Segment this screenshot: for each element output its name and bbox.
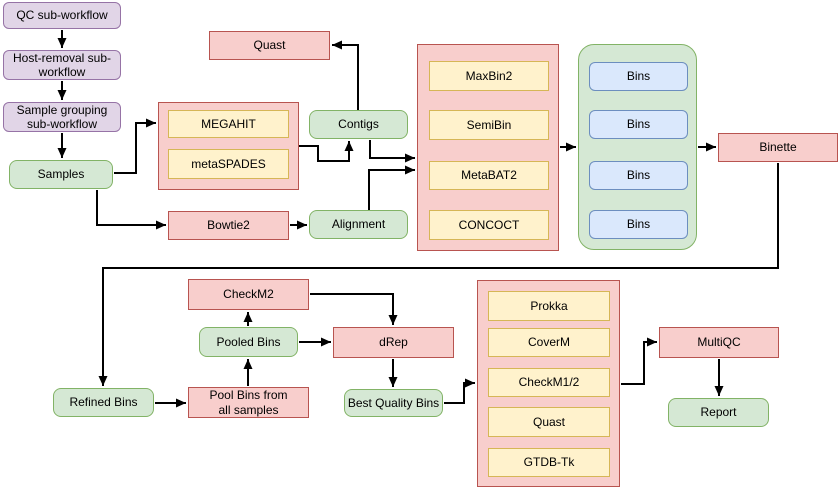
node-bins-2: Bins <box>589 110 688 139</box>
node-pool-bins: Pool Bins from all samples <box>188 387 309 418</box>
node-quast-bins: Quast <box>488 407 610 437</box>
node-report: Report <box>668 398 769 427</box>
node-bins-3: Bins <box>589 161 688 190</box>
node-refined-bins: Refined Bins <box>53 388 154 417</box>
node-contigs: Contigs <box>309 110 408 139</box>
node-maxbin2: MaxBin2 <box>429 61 549 91</box>
node-drep: dRep <box>333 327 454 358</box>
node-best-quality-bins: Best Quality Bins <box>344 389 443 417</box>
edge-assembly-to-contigs <box>299 141 354 162</box>
node-bowtie2: Bowtie2 <box>168 211 289 240</box>
edge-contigs-to-binning <box>369 140 415 163</box>
edge-samples-to-assembly <box>114 118 156 174</box>
node-megahit: MEGAHIT <box>168 110 289 138</box>
node-binette: Binette <box>718 133 838 162</box>
edge-checkm2-to-drep <box>310 293 398 325</box>
node-qc-subworkflow: QC sub-workflow <box>3 2 121 29</box>
node-alignment: Alignment <box>309 210 408 239</box>
node-multiqc: MultiQC <box>659 327 779 358</box>
edge-contigs-to-quast <box>332 40 359 110</box>
node-host-removal: Host-removal sub- workflow <box>3 50 121 80</box>
node-sample-grouping: Sample grouping sub-workflow <box>3 102 121 132</box>
edge-annotation-to-multiqc <box>621 337 657 385</box>
node-quast-assembly: Quast <box>209 31 330 60</box>
node-bins-1: Bins <box>589 62 688 91</box>
node-samples: Samples <box>9 160 113 189</box>
node-metaspades: metaSPADES <box>168 149 289 179</box>
node-pooled-bins: Pooled Bins <box>199 327 298 357</box>
node-concoct: CONCOCT <box>429 210 549 240</box>
node-prokka: Prokka <box>488 291 610 321</box>
node-semibin: SemiBin <box>429 110 549 140</box>
node-checkm12: CheckM1/2 <box>488 368 610 397</box>
edge-alignment-to-binning <box>368 165 415 210</box>
node-bins-4: Bins <box>589 210 688 239</box>
edge-best-quality-to-annotation <box>444 378 475 404</box>
node-coverm: CoverM <box>488 328 610 357</box>
edge-samples-to-bowtie2 <box>96 190 166 230</box>
node-metabat2: MetaBAT2 <box>429 161 549 190</box>
node-checkm2: CheckM2 <box>188 279 309 310</box>
node-gtdbtk: GTDB-Tk <box>488 448 610 477</box>
